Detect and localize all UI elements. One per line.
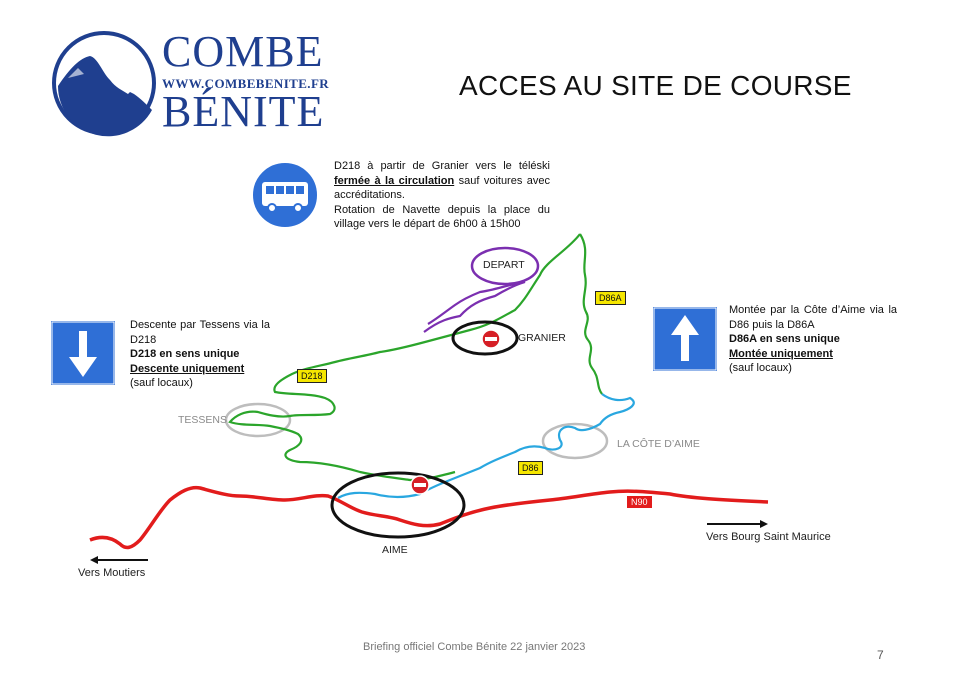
depart-bubble — [470, 246, 540, 286]
granier-label: GRANIER — [518, 332, 566, 344]
to-moutiers-label: Vers Moutiers — [78, 567, 146, 579]
shuttle-note-closed-rest: sauf voitures avec accréditations. — [334, 174, 550, 202]
page-title: ACCES AU SITE DE COURSE — [459, 70, 852, 101]
to-bourg-label: Vers Bourg Saint Maurice — [706, 531, 831, 543]
no-entry-granier-icon — [481, 329, 501, 349]
tessens-label: TESSENS — [178, 414, 228, 426]
shuttle-note-intro: D218 à partir de Granier vers le téléski — [334, 160, 550, 172]
footer-text: Briefing officiel Combe Bénite 22 janvie… — [363, 641, 586, 653]
ascent-note-line1: Montée par la Côte d’Aime via la D86 pui… — [729, 304, 897, 331]
descent-note-line2: D218 en sens unique — [130, 348, 240, 360]
d86-route-line — [337, 393, 635, 499]
shuttle-note-rotation: Rotation de Navette depuis la place du v… — [334, 203, 550, 231]
one-way-up-sign-icon — [651, 305, 719, 373]
descent-note-line3: Descente uniquement — [130, 362, 245, 375]
d218-route-line — [228, 233, 581, 482]
arrow-left-icon — [90, 556, 148, 564]
cote-aime-circle — [541, 422, 609, 460]
shuttle-note: D218 à partir de Granier vers le téléski… — [334, 159, 550, 232]
tessens-circle — [224, 402, 292, 438]
descent-note: Descente par Tessens via la D218 D218 en… — [130, 318, 270, 391]
arrow-right-icon — [707, 520, 768, 528]
ascent-note-line4: (sauf locaux) — [729, 362, 792, 374]
cote-aime-label: LA CÔTE D’AIME — [617, 438, 700, 450]
d86-road-tag: D86 — [518, 461, 543, 475]
descent-note-line4: (sauf locaux) — [130, 377, 193, 389]
combe-benite-logo: COMBE WWW.COMBEBENITE.FR BÉNITE — [50, 28, 340, 138]
logo-benite-text: BÉNITE — [162, 87, 325, 136]
granier-circle — [451, 320, 519, 356]
bus-sign-icon — [251, 161, 319, 229]
logo-url-text: WWW.COMBEBENITE.FR — [162, 76, 330, 91]
n90-road-tag: N90 — [627, 496, 652, 508]
no-entry-aime-icon — [410, 475, 430, 495]
descent-note-line1: Descente par Tessens via la D218 — [130, 319, 270, 346]
d86a-route-line — [579, 233, 603, 395]
logo-mountain-emblem — [52, 31, 156, 137]
one-way-down-sign-icon — [49, 319, 117, 387]
ascent-note: Montée par la Côte d’Aime via la D86 pui… — [729, 303, 897, 376]
logo-combe-text: COMBE — [162, 27, 324, 76]
n90-route-line — [89, 485, 769, 550]
depart-label: DEPART — [483, 259, 525, 271]
shuttle-route-line — [423, 280, 526, 333]
d86a-road-tag: D86A — [595, 291, 626, 305]
aime-circle — [330, 471, 466, 539]
shuttle-note-closed: fermée à la circulation — [334, 174, 455, 187]
aime-label: AIME — [382, 544, 408, 556]
ascent-note-line3: Montée uniquement — [729, 347, 833, 360]
d218-road-tag: D218 — [297, 369, 327, 383]
ascent-note-line2: D86A en sens unique — [729, 333, 840, 345]
page-number: 7 — [877, 648, 884, 662]
